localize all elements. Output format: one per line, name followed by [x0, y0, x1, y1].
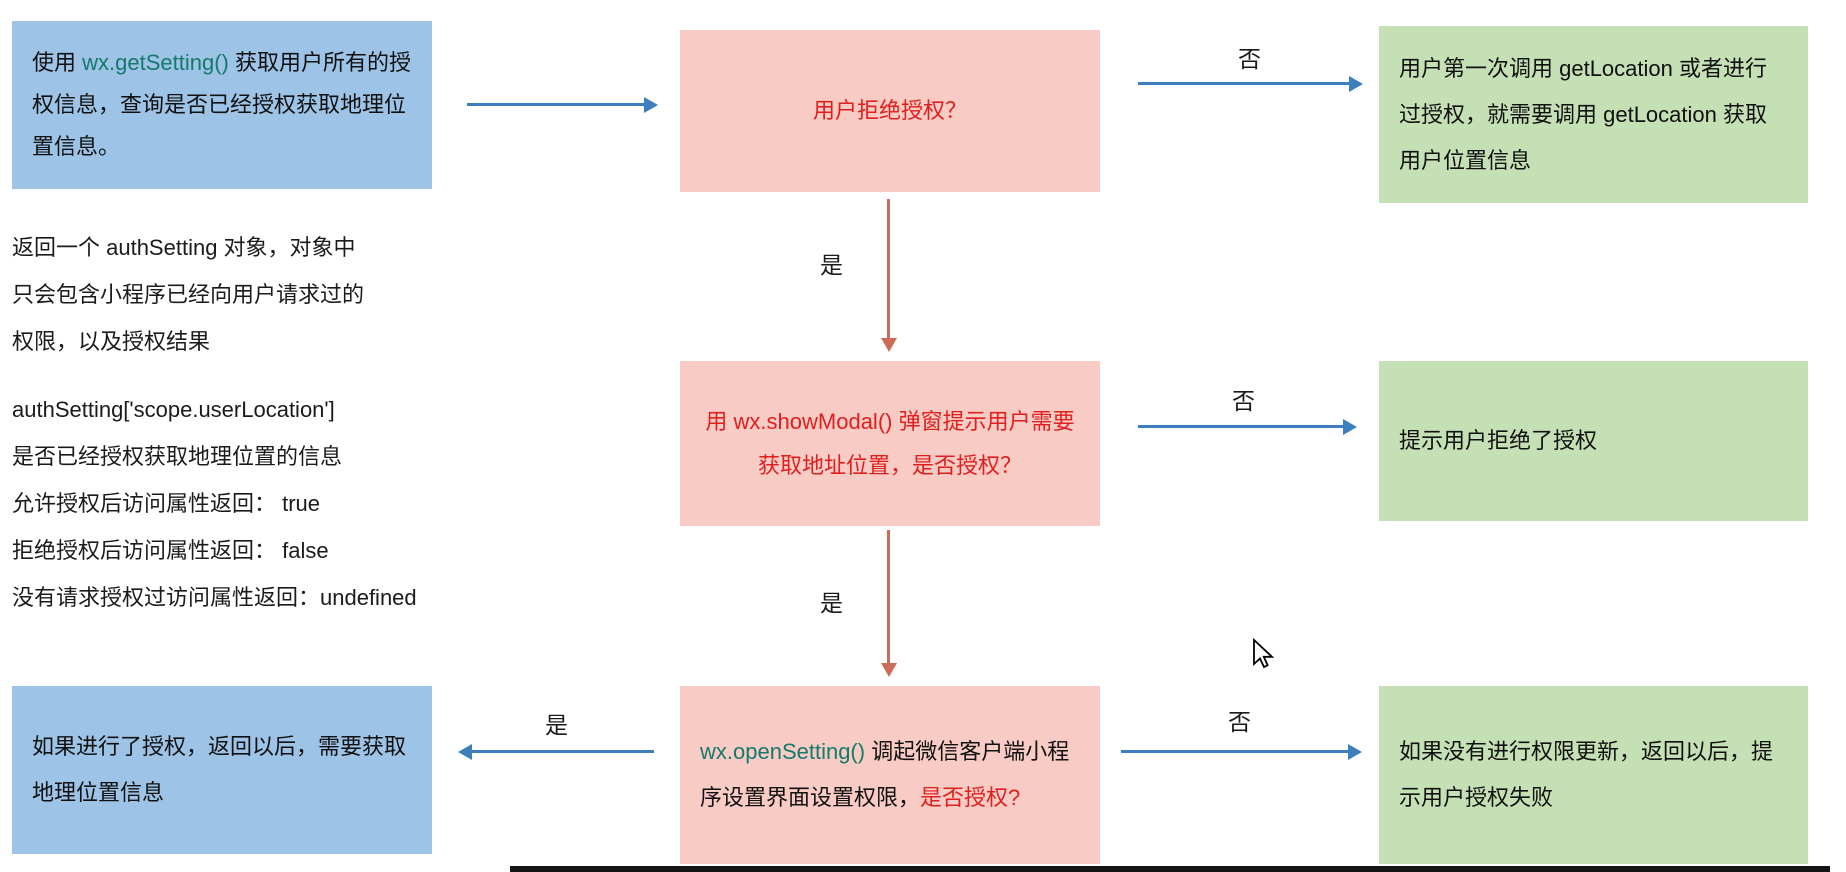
note-line: 权限，以及授权结果 [12, 329, 211, 354]
get-setting-prefix: 使用 [32, 50, 83, 75]
node-open-setting: wx.openSetting() 调起微信客户端小程序设置界面设置权限，是否授权… [680, 686, 1100, 864]
edge-label-no-top: 否 [1238, 46, 1261, 72]
node-auth-failed: 如果没有进行权限更新，返回以后，提示用户授权失败 [1379, 686, 1808, 864]
edge-label-no-middle: 否 [1232, 388, 1255, 414]
bottom-bar [510, 866, 1830, 872]
open-setting-api: wx.openSetting() [700, 739, 866, 764]
node-user-denied-question-text: 用户拒绝授权？ [812, 98, 967, 123]
note-line: 是否已经授权获取地理位置的信息 [12, 444, 343, 469]
arrow-opensetting-to-authfailed-icon [1121, 750, 1349, 753]
node-open-setting-text: wx.openSetting() 调起微信客户端小程序设置界面设置权限，是否授权… [700, 729, 1080, 821]
node-show-modal-text: 用 wx.showModal() 弹窗提示用户需要获取地址位置，是否授权？ [705, 408, 1075, 478]
node-get-setting-text: 使用 wx.getSetting() 获取用户所有的授权信息，查询是否已经授权获… [32, 42, 412, 168]
note-line: 返回一个 authSetting 对象，对象中 [12, 235, 356, 260]
node-denied-tip-text: 提示用户拒绝了授权 [1399, 428, 1598, 453]
node-authorized-return-text: 如果进行了授权，返回以后，需要获取地理位置信息 [32, 734, 407, 805]
node-denied-tip: 提示用户拒绝了授权 [1379, 361, 1808, 521]
node-auth-failed-text: 如果没有进行权限更新，返回以后，提示用户授权失败 [1399, 739, 1774, 810]
note-line: 拒绝授权后访问属性返回： false [12, 538, 329, 563]
get-setting-suffix: 获取用户所有的授权信息，查询是否已经授权获取地理位置信息。 [32, 50, 411, 159]
arrow-showmodal-yes-down-icon [887, 530, 890, 664]
edge-label-yes-bottom-left: 是 [545, 712, 568, 738]
open-setting-middle: 调起微信客户端小程序设置界面设置权限， [700, 739, 1070, 810]
open-setting-question: 是否授权? [920, 785, 1021, 810]
note-line: 只会包含小程序已经向用户请求过的 [12, 282, 365, 307]
arrow-deny-to-firstcall-icon [1138, 82, 1350, 85]
node-authorized-return: 如果进行了授权，返回以后，需要获取地理位置信息 [12, 686, 432, 854]
get-setting-api: wx.getSetting() [82, 50, 229, 75]
note-line: 允许授权后访问属性返回： true [12, 491, 321, 516]
edge-label-yes-upper: 是 [820, 252, 843, 278]
note-scope-userlocation: authSetting['scope.userLocation'] 是否已经授权… [12, 386, 417, 621]
note-line: authSetting['scope.userLocation'] [12, 397, 335, 422]
node-first-call-getlocation-text: 用户第一次调用 getLocation 或者进行过授权，就需要调用 getLoc… [1399, 55, 1767, 173]
arrow-showmodal-to-denytip-icon [1138, 425, 1344, 428]
node-get-setting: 使用 wx.getSetting() 获取用户所有的授权信息，查询是否已经授权获… [12, 21, 432, 189]
node-first-call-getlocation: 用户第一次调用 getLocation 或者进行过授权，就需要调用 getLoc… [1379, 26, 1808, 203]
arrow-opensetting-to-authorized-icon [471, 750, 654, 753]
node-user-denied-question: 用户拒绝授权？ [680, 30, 1100, 192]
arrow-deny-yes-down-icon [887, 199, 890, 339]
edge-label-yes-lower: 是 [820, 590, 843, 616]
arrow-getsetting-to-deny-icon [467, 103, 645, 106]
note-authsetting-object: 返回一个 authSetting 对象，对象中 只会包含小程序已经向用户请求过的… [12, 224, 364, 365]
note-line: 没有请求授权过访问属性返回：undefined [12, 585, 417, 610]
mouse-cursor-icon [1252, 637, 1276, 675]
edge-label-no-bottom-right: 否 [1228, 709, 1251, 735]
node-show-modal: 用 wx.showModal() 弹窗提示用户需要获取地址位置，是否授权？ [680, 361, 1100, 526]
